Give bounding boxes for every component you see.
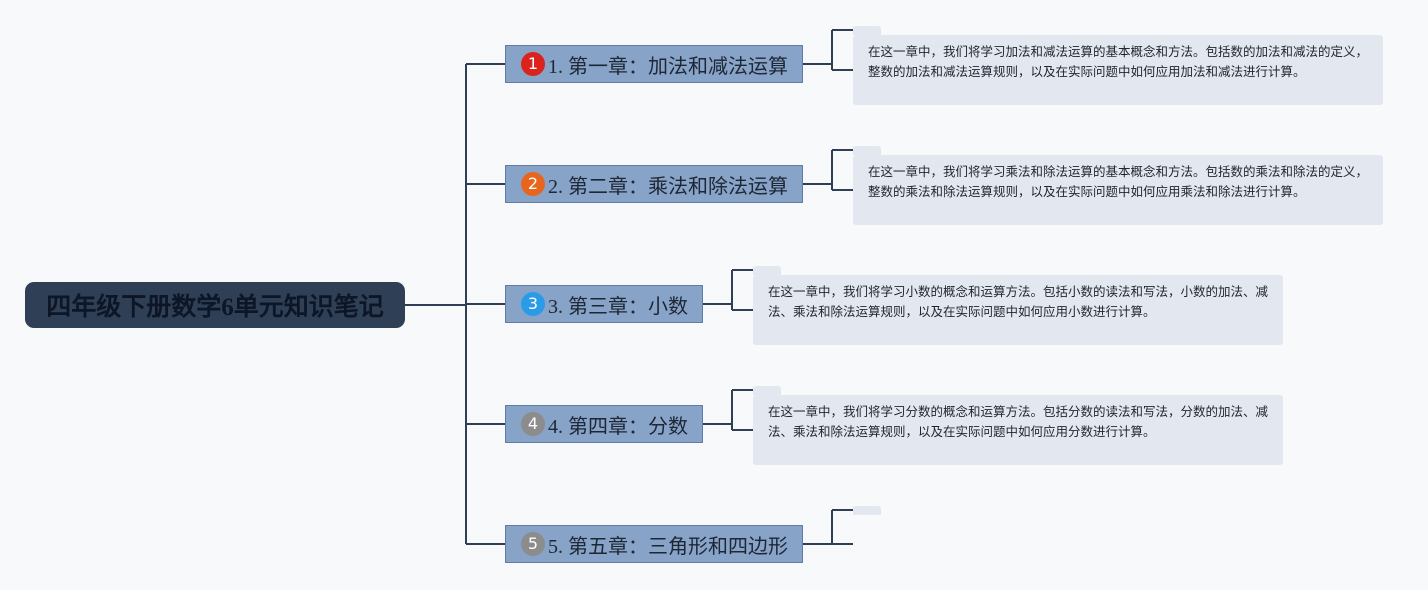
number-badge-icon: 3 — [521, 292, 545, 316]
note-tab — [753, 386, 781, 395]
chapter-note[interactable]: 在这一章中，我们将学习小数的概念和运算方法。包括小数的读法和写法，小数的加法、减… — [753, 275, 1283, 345]
note-tab — [853, 26, 881, 35]
number-badge-icon: 5 — [521, 532, 545, 556]
chapter-topic-label: 4. 第四章：分数 — [548, 415, 688, 438]
chapter-topic-label: 1. 第一章：加法和减法运算 — [548, 55, 788, 78]
chapter-note[interactable]: 在这一章中，我们将学习加法和减法运算的基本概念和方法。包括数的加法和减法的定义，… — [853, 35, 1383, 105]
chapter-note[interactable]: 在这一章中，我们将学习分数的概念和运算方法。包括分数的读法和写法，分数的加法、减… — [753, 395, 1283, 465]
chapter-topic-label: 3. 第三章：小数 — [548, 295, 688, 318]
number-badge-icon: 4 — [521, 412, 545, 436]
chapter-topic-label: 2. 第二章：乘法和除法运算 — [548, 175, 788, 198]
note-tab — [853, 506, 881, 515]
note-tab — [753, 266, 781, 275]
chapter-note[interactable]: 在这一章中，我们将学习乘法和除法运算的基本概念和方法。包括数的乘法和除法的定义，… — [853, 155, 1383, 225]
number-badge-icon: 1 — [521, 52, 545, 76]
chapter-topic-label: 5. 第五章：三角形和四边形 — [548, 535, 788, 558]
number-badge-icon: 2 — [521, 172, 545, 196]
note-tab — [853, 146, 881, 155]
root-topic[interactable]: 四年级下册数学6单元知识笔记 — [25, 282, 405, 328]
root-topic-label: 四年级下册数学6单元知识笔记 — [46, 294, 384, 321]
